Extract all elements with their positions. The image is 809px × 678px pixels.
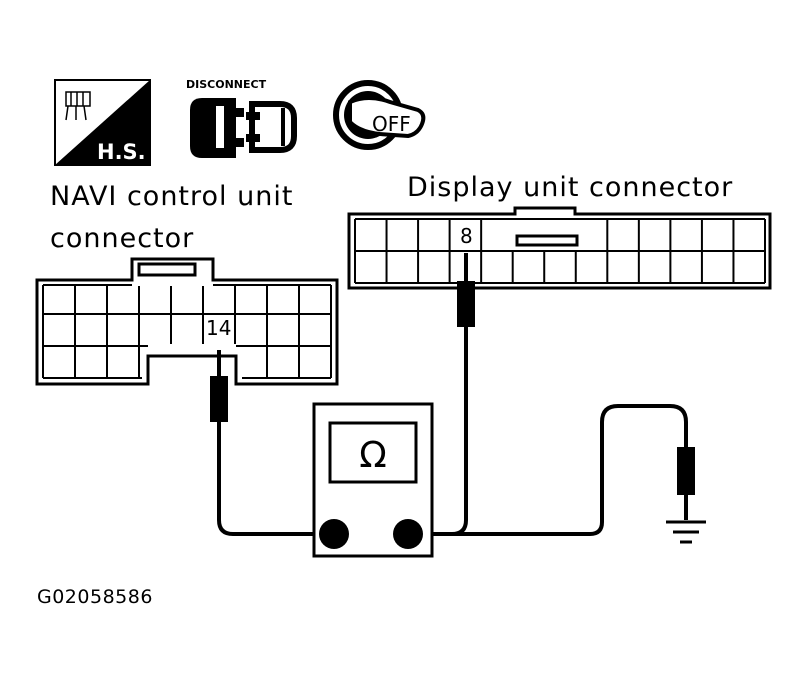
- off-label: OFF: [372, 112, 411, 136]
- ohmmeter-left-terminal: [319, 519, 349, 549]
- ohmmeter-display: [328, 421, 418, 484]
- navi-connector-lock-tab: [137, 262, 197, 277]
- display-probe: [457, 281, 475, 327]
- hand-held-tester-icon: H.S.: [54, 79, 151, 166]
- navi-connector-title-line2: connector: [50, 223, 194, 254]
- disconnect-connector-icon: DISCONNECT: [186, 78, 297, 158]
- navi-pin-label: 14: [206, 316, 231, 340]
- navi-control-unit-connector: 14: [35, 257, 339, 386]
- display-connector-lock-tab: [515, 234, 579, 247]
- ground-icon: [666, 520, 706, 544]
- ohmmeter-right-terminal: [393, 519, 423, 549]
- display-unit-connector: 8: [347, 206, 772, 290]
- ohm-symbol: Ω: [359, 435, 387, 476]
- ground-probe: [677, 447, 695, 495]
- figure-code: G02058586: [37, 586, 153, 608]
- lead-meter-to-ground: [406, 404, 688, 536]
- navi-connector-title-line1: NAVI control unit: [50, 181, 293, 212]
- display-pin-label: 8: [460, 224, 473, 248]
- hs-label: H.S.: [97, 140, 146, 164]
- display-connector-title: Display unit connector: [407, 172, 733, 203]
- disconnect-label: DISCONNECT: [186, 78, 267, 91]
- ohmmeter: Ω: [312, 402, 434, 558]
- test-leads: [217, 253, 688, 536]
- ignition-off-icon: OFF: [333, 80, 426, 150]
- navi-probe: [210, 376, 228, 422]
- lead-navi-to-meter: [217, 350, 333, 536]
